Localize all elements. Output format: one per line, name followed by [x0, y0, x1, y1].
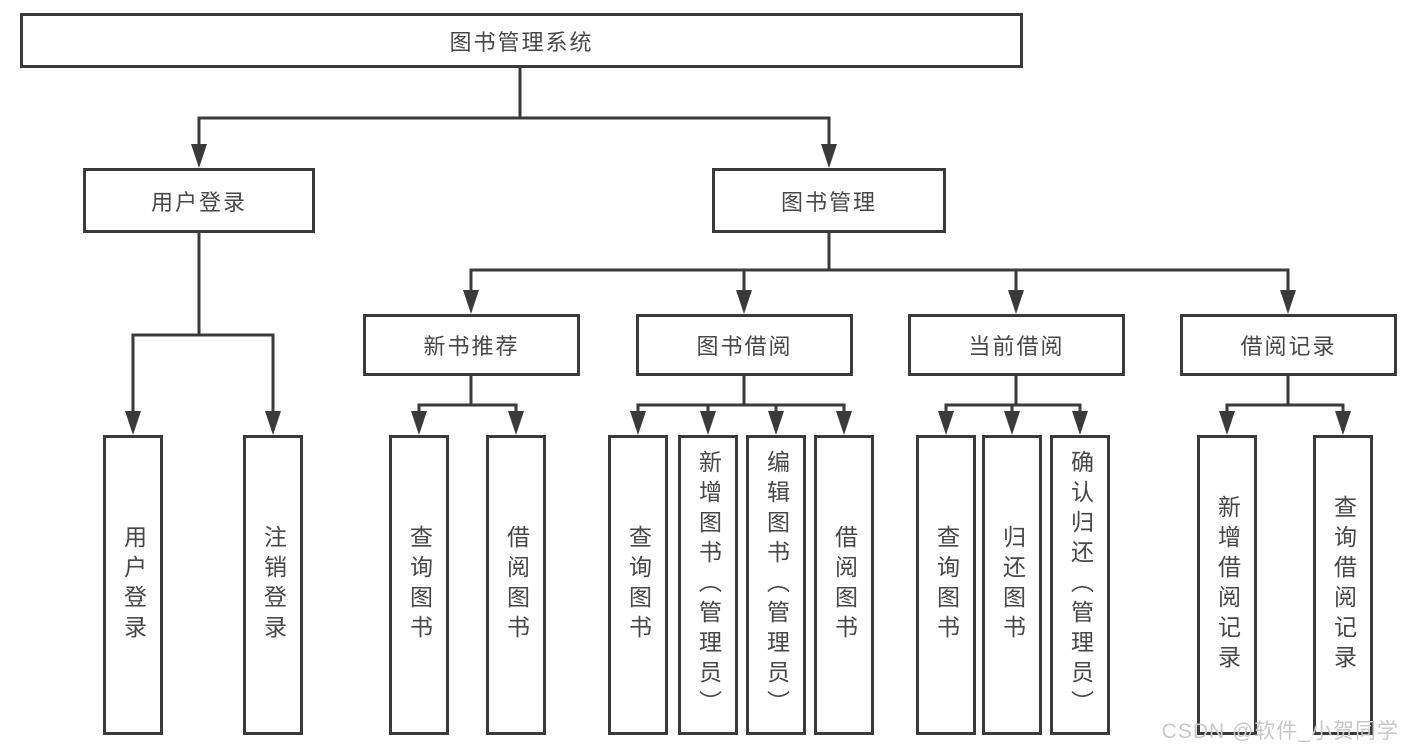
leaf-confirm-return-admin-label: 确认归还（管理员） [1067, 450, 1094, 720]
arrowhead-icon [125, 411, 141, 435]
node-root: 图书管理系统 [20, 13, 1023, 68]
connector-user-login-split [125, 231, 281, 435]
leaf-add-books-admin-label: 新增图书（管理员） [695, 450, 722, 720]
node-book-management: 图书管理 [712, 168, 946, 233]
arrowhead-icon [700, 411, 716, 435]
connector-book-management-split [463, 231, 1296, 314]
leaf-query-books-borrow: 查询图书 [608, 435, 668, 735]
leaf-logout: 注销登录 [243, 435, 303, 735]
leaf-add-borrow-record-label: 新增借阅记录 [1214, 495, 1241, 675]
arrowhead-icon [1072, 411, 1088, 435]
arrowhead-icon [768, 411, 784, 435]
arrowhead-icon [1004, 411, 1020, 435]
connector-new-book-split [411, 374, 524, 435]
leaf-user-login-label: 用户登录 [120, 525, 147, 645]
node-book-borrow: 图书借阅 [636, 314, 853, 376]
arrowhead-icon [191, 144, 207, 168]
arrowhead-icon [836, 411, 852, 435]
leaf-edit-books-admin-label: 编辑图书（管理员） [763, 450, 790, 720]
arrowhead-icon [508, 411, 524, 435]
leaf-borrow-books-label: 借阅图书 [831, 525, 858, 645]
node-new-book-recommend: 新书推荐 [363, 314, 580, 376]
leaf-logout-label: 注销登录 [260, 525, 287, 645]
node-new-book-recommend-label: 新书推荐 [423, 334, 520, 359]
connector-borrow-records-split [1219, 374, 1351, 435]
leaf-query-borrow-record: 查询借阅记录 [1313, 435, 1373, 735]
leaf-query-books-recommend-label: 查询图书 [406, 525, 433, 645]
connector-root-split [191, 66, 837, 168]
leaf-return-books-label: 归还图书 [999, 525, 1026, 645]
leaf-return-books: 归还图书 [982, 435, 1042, 735]
arrowhead-icon [1219, 411, 1235, 435]
leaf-borrow-books: 借阅图书 [814, 435, 874, 735]
watermark: CSDN @软件_小贺同学 [1161, 720, 1399, 743]
node-user-login: 用户登录 [83, 168, 315, 233]
connector-current-borrow-split [938, 374, 1088, 435]
leaf-add-books-admin: 新增图书（管理员） [678, 435, 738, 735]
arrowhead-icon [411, 411, 427, 435]
connector-book-borrow-split [630, 374, 852, 435]
leaf-edit-books-admin: 编辑图书（管理员） [746, 435, 806, 735]
arrowhead-icon [630, 411, 646, 435]
leaf-user-login: 用户登录 [103, 435, 163, 735]
node-root-label: 图书管理系统 [449, 29, 594, 55]
arrowhead-icon [463, 290, 479, 314]
leaf-query-books-current-label: 查询图书 [933, 525, 960, 645]
arrowhead-icon [821, 144, 837, 168]
arrowhead-icon [1280, 290, 1296, 314]
leaf-borrow-books-recommend-label: 借阅图书 [503, 525, 530, 645]
leaf-add-borrow-record: 新增借阅记录 [1197, 435, 1257, 735]
leaf-query-borrow-record-label: 查询借阅记录 [1330, 495, 1357, 675]
leaf-query-books-current: 查询图书 [916, 435, 976, 735]
arrowhead-icon [1008, 290, 1024, 314]
leaf-borrow-books-recommend: 借阅图书 [486, 435, 546, 735]
node-book-borrow-label: 图书借阅 [696, 334, 793, 359]
node-borrow-records: 借阅记录 [1180, 314, 1397, 376]
arrowhead-icon [736, 290, 752, 314]
arrowhead-icon [265, 411, 281, 435]
node-user-login-label: 用户登录 [150, 189, 247, 215]
node-current-borrow-label: 当前借阅 [968, 334, 1065, 359]
leaf-query-books-borrow-label: 查询图书 [625, 525, 652, 645]
node-borrow-records-label: 借阅记录 [1240, 334, 1337, 359]
arrowhead-icon [938, 411, 954, 435]
node-book-management-label: 图书管理 [780, 189, 877, 215]
leaf-confirm-return-admin: 确认归还（管理员） [1050, 435, 1110, 735]
arrowhead-icon [1335, 411, 1351, 435]
node-current-borrow: 当前借阅 [908, 314, 1125, 376]
leaf-query-books-recommend: 查询图书 [389, 435, 449, 735]
